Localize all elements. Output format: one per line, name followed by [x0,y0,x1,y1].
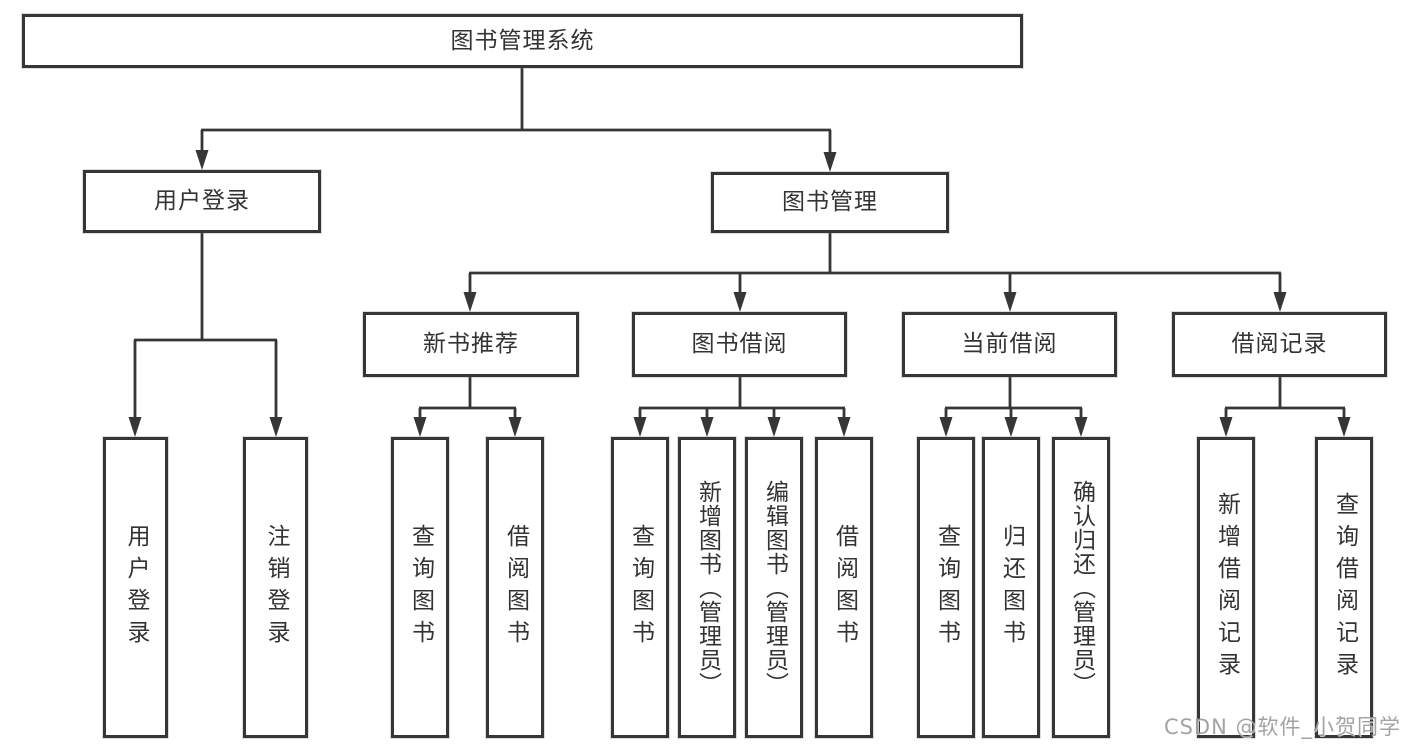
node-leaf-rec-borrow-label: 借阅图书 [502,523,529,652]
node-new-book-rec-label: 新书推荐 [423,331,519,357]
node-user-login-label: 用户登录 [154,188,250,214]
node-leaf-br-add: 新增借阅记录 [1197,437,1255,738]
node-leaf-logout-label: 注销登录 [263,523,289,652]
node-borrow-records-label: 借阅记录 [1231,331,1328,357]
connector-book-mgmt-branch [463,233,1287,312]
node-leaf-user-login: 用户登录 [103,437,168,738]
node-borrow-records: 借阅记录 [1172,312,1387,377]
node-leaf-cb-return-label: 归还图书 [998,523,1025,652]
node-leaf-rec-query: 查询图书 [391,437,449,738]
node-leaf-bb-add-label: 新增图书（管理员） [694,479,721,696]
node-leaf-bb-add: 新增图书（管理员） [678,437,736,738]
node-book-borrow-label: 图书借阅 [691,331,788,357]
node-leaf-br-query: 查询借阅记录 [1315,437,1373,738]
node-current-borrow: 当前借阅 [902,312,1117,377]
node-leaf-bb-borrow-label: 借阅图书 [831,523,858,652]
connector-user-login-branch [128,233,283,437]
connector-current-borrow-branch [939,377,1088,437]
connector-borrow-records-branch [1219,377,1351,437]
node-book-mgmt-label: 图书管理 [782,189,878,215]
node-leaf-bb-query-label: 查询图书 [627,523,654,652]
connector-root-to-level2 [195,68,837,172]
node-leaf-br-add-label: 新增借阅记录 [1213,491,1240,684]
node-book-mgmt: 图书管理 [711,172,949,233]
node-leaf-cb-confirm: 确认归还（管理员） [1052,437,1110,738]
node-new-book-rec: 新书推荐 [363,312,579,377]
node-leaf-cb-confirm-label: 确认归还（管理员） [1068,479,1095,696]
node-leaf-cb-query: 查询图书 [917,437,975,738]
node-current-borrow-label: 当前借阅 [961,331,1058,357]
connector-new-book-rec-branch [413,377,522,437]
node-leaf-bb-edit-label: 编辑图书（管理员） [761,479,788,696]
node-leaf-rec-borrow: 借阅图书 [486,437,544,738]
node-leaf-logout: 注销登录 [243,437,308,738]
node-leaf-bb-query: 查询图书 [611,437,669,738]
node-leaf-rec-query-label: 查询图书 [407,523,434,652]
node-leaf-br-query-label: 查询借阅记录 [1331,491,1358,684]
node-root: 图书管理系统 [22,14,1023,68]
node-user-login: 用户登录 [83,170,321,233]
node-leaf-cb-return: 归还图书 [982,437,1040,738]
node-leaf-user-login-label: 用户登录 [123,523,149,652]
node-book-borrow: 图书借阅 [632,312,847,377]
node-leaf-bb-edit: 编辑图书（管理员） [745,437,803,738]
connector-book-borrow-branch [633,377,851,437]
node-root-label: 图书管理系统 [450,27,595,54]
node-leaf-bb-borrow: 借阅图书 [815,437,873,738]
watermark: CSDN @软件_小贺同学 [1163,715,1401,739]
node-leaf-cb-query-label: 查询图书 [933,523,960,652]
